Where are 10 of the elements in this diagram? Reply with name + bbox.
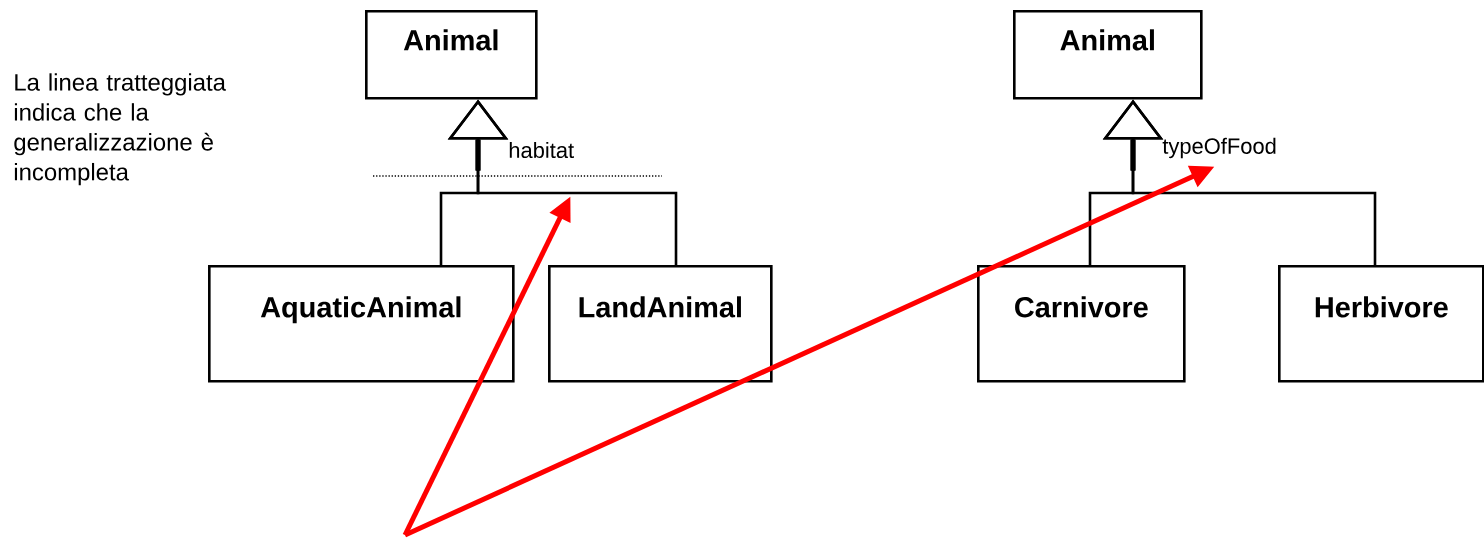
class-box: Carnivore bbox=[977, 265, 1186, 383]
class-box: Animal bbox=[1013, 10, 1203, 100]
attribute-label: habitat bbox=[509, 141, 574, 159]
dotted-line bbox=[372, 175, 663, 177]
note-text: La linea tratteggiata indica che la generalizzazione è incompleta bbox=[14, 73, 226, 186]
attribute-label: typeOfFood bbox=[1162, 137, 1276, 159]
class-box: Animal bbox=[365, 10, 538, 100]
class-box: LandAnimal bbox=[548, 265, 773, 383]
class-box: Herbivore bbox=[1278, 265, 1484, 383]
class-box: AquaticAnimal bbox=[208, 265, 515, 383]
